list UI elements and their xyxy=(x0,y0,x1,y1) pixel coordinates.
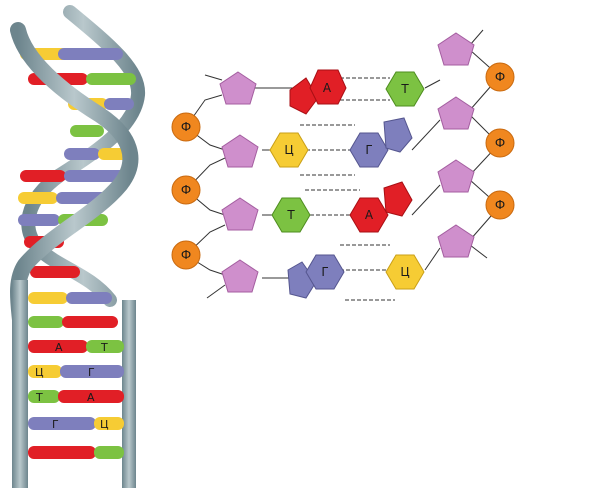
double-helix: А Т Ц Г Т А Г Ц xyxy=(10,5,146,488)
ladder-pair-g-c: Г Ц xyxy=(28,417,124,431)
sugar xyxy=(221,197,259,231)
svg-text:Т: Т xyxy=(286,208,295,222)
ladder-pair-a-t: А Т xyxy=(28,340,124,354)
ladder: А Т Ц Г Т А Г Ц xyxy=(12,280,136,488)
sugar xyxy=(437,32,475,66)
ladder-label-t2: Т xyxy=(35,391,43,404)
helix-backbone-front xyxy=(10,22,139,328)
ladder-label-a2: А xyxy=(87,391,95,404)
svg-text:Ф: Ф xyxy=(495,198,505,212)
ladder-label-c: Ц xyxy=(35,366,44,379)
svg-text:Т: Т xyxy=(400,82,409,96)
ladder-label-c2: Ц xyxy=(100,418,109,431)
sugar xyxy=(221,134,259,168)
phosphate: Ф xyxy=(485,128,515,158)
base-guanine-2: Г xyxy=(287,254,345,299)
ladder-pair-plain xyxy=(28,446,124,459)
svg-text:А: А xyxy=(365,208,374,222)
base-pair-t-a: Т А xyxy=(271,181,413,233)
ladder-pair-t-a: Т А xyxy=(28,390,124,404)
svg-text:Ф: Ф xyxy=(181,120,191,134)
svg-text:Ф: Ф xyxy=(495,70,505,84)
sugars-left xyxy=(219,71,259,293)
phosphate: Ф xyxy=(485,190,515,220)
sugar xyxy=(221,259,259,293)
svg-text:Ф: Ф xyxy=(181,183,191,197)
base-cytosine-2: Ц xyxy=(385,254,425,290)
phosphate: Ф xyxy=(485,62,515,92)
phosphates: Ф Ф Ф Ф Ф Ф xyxy=(171,62,515,270)
phosphate: Ф xyxy=(171,175,201,205)
svg-text:Ф: Ф xyxy=(181,248,191,262)
nucleotide-schematic: Ф Ф Ф Ф Ф Ф xyxy=(171,29,515,301)
ladder-rail-left xyxy=(12,280,28,488)
ladder-label-g2: Г xyxy=(52,418,59,431)
ladder-label-a: А xyxy=(55,341,63,354)
base-guanine: Г xyxy=(349,117,413,168)
svg-text:Г: Г xyxy=(365,143,372,157)
svg-text:А: А xyxy=(323,81,332,95)
base-pair-a-t: А Т xyxy=(289,69,425,115)
ladder-rail-right xyxy=(122,300,136,488)
svg-text:Ц: Ц xyxy=(284,143,293,157)
base-adenine-2: А xyxy=(349,181,413,233)
ladder-label-t: Т xyxy=(100,341,108,354)
svg-text:Ф: Ф xyxy=(495,136,505,150)
sugar xyxy=(437,159,475,193)
sugar xyxy=(437,96,475,130)
ladder-label-g: Г xyxy=(88,366,95,379)
ladder-pair-c-g: Ц Г xyxy=(28,365,124,379)
phosphate: Ф xyxy=(171,112,201,142)
base-thymine-2: Т xyxy=(271,197,311,233)
svg-text:Г: Г xyxy=(321,265,328,279)
sugars-right xyxy=(437,32,475,258)
svg-text:Ц: Ц xyxy=(400,265,409,279)
hydrogen-bonds xyxy=(300,77,395,301)
base-adenine: А xyxy=(289,69,347,115)
sugar xyxy=(437,224,475,258)
sugar xyxy=(219,71,257,105)
base-pair-g-c: Г Ц xyxy=(287,254,425,299)
phosphate: Ф xyxy=(171,240,201,270)
base-cytosine: Ц xyxy=(269,132,309,168)
base-pair-c-g: Ц Г xyxy=(269,117,413,168)
base-thymine: Т xyxy=(385,71,425,107)
